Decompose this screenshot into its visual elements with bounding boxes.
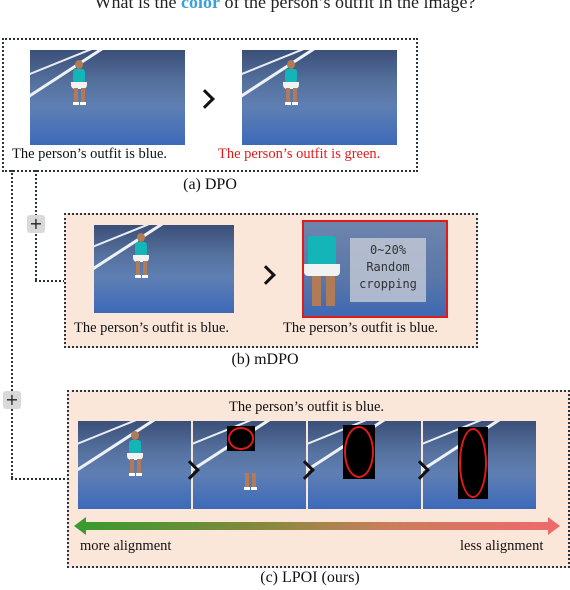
- dpo-image-rejected: [242, 50, 397, 145]
- alignment-gradient-bar: [86, 522, 548, 530]
- lpoi-image-3: [308, 421, 421, 509]
- lpoi-label: (c) LPOI (ours): [260, 569, 360, 586]
- mask-ellipse-large: [458, 427, 488, 499]
- crop-note-line1: 0~20%: [369, 243, 407, 257]
- dpo-image-chosen: [30, 50, 185, 145]
- less-alignment-label: less alignment: [460, 538, 544, 554]
- dpo-caption-rejected: The person’s outfit is green.: [218, 146, 381, 162]
- mdpo-caption-rejected: The person’s outfit is blue.: [283, 320, 439, 336]
- lpoi-image-1: [78, 421, 191, 509]
- lpoi-image-2: [193, 421, 306, 509]
- plus-icon: +: [3, 391, 21, 409]
- more-alignment-label: more alignment: [80, 538, 172, 554]
- mdpo-image-chosen: [94, 225, 234, 313]
- question-pre: What is the: [94, 0, 182, 12]
- connector-line: [11, 478, 69, 480]
- connector-line: [11, 170, 13, 478]
- plus-icon: +: [27, 215, 45, 233]
- crop-note: 0~20% Random cropping: [350, 238, 426, 302]
- lpoi-header: The person’s outfit is blue.: [229, 399, 385, 415]
- arrow-right-icon: [548, 517, 560, 535]
- dpo-caption-chosen: The person’s outfit is blue.: [12, 146, 168, 162]
- question-post: of the person’s outfit in the image?: [220, 0, 476, 12]
- mask-ellipse-medium: [343, 425, 375, 479]
- mask-ellipse-small: [227, 426, 255, 451]
- question: What is the color of the person’s outfit…: [0, 0, 570, 13]
- arrow-left-icon: [74, 517, 86, 535]
- mdpo-caption-chosen: The person’s outfit is blue.: [74, 320, 230, 336]
- crop-note-line2: Random: [366, 260, 410, 274]
- lpoi-image-4: [423, 421, 536, 509]
- dpo-label: (a) DPO: [183, 176, 237, 193]
- question-highlight: color: [181, 0, 221, 12]
- crop-note-line3: cropping: [359, 277, 417, 291]
- mdpo-image-cropped: 0~20% Random cropping: [302, 220, 448, 318]
- connector-line: [35, 280, 65, 282]
- mdpo-label: (b) mDPO: [231, 351, 299, 368]
